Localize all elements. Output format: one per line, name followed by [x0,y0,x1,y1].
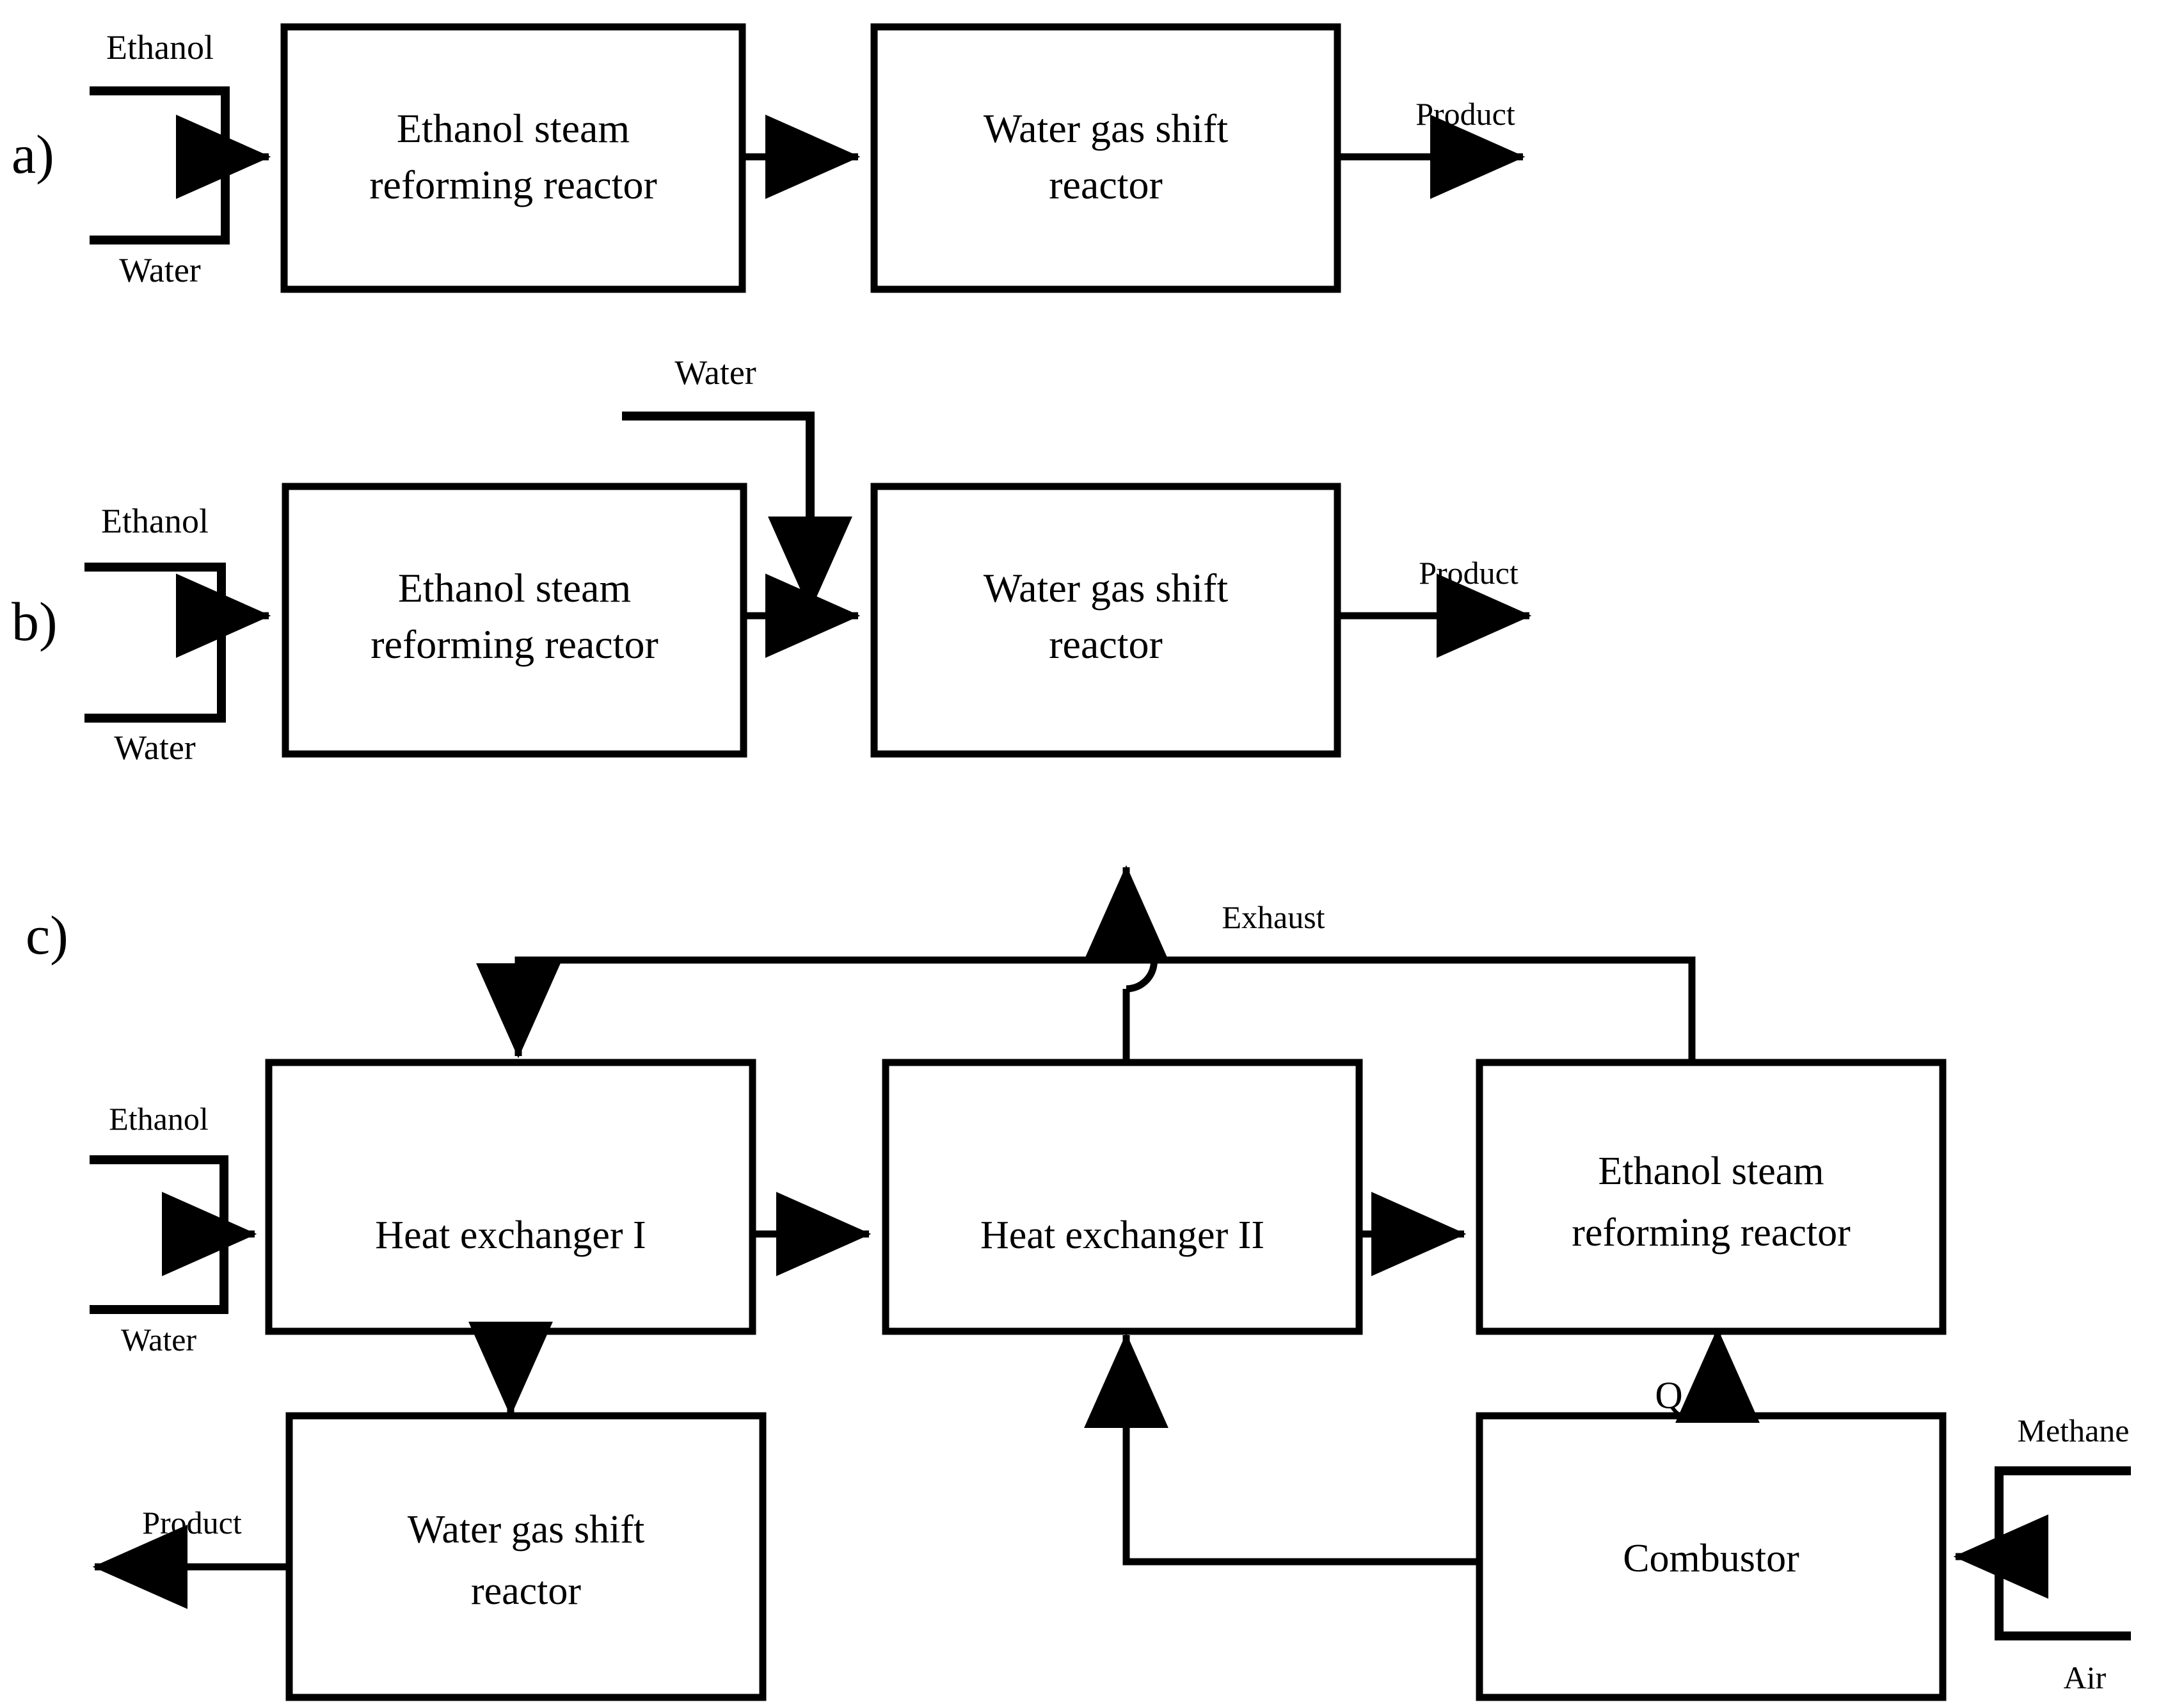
panel-b-product-label: Product [1419,555,1518,591]
panel-c-air-label: Air [2064,1660,2107,1695]
panel-a-label: a) [12,124,54,185]
panel-a-product-label: Product [1415,96,1515,132]
panel-c-feed-bracket [90,1155,228,1314]
panel-c-reformer-label-line1: Ethanol steam [1598,1150,1824,1193]
panel-c: c) Ethanol Water Heat exchanger I Heat e… [26,865,2131,1701]
panel-c-water-gas-shift-reactor [285,1412,767,1701]
panel-c-reformer-label-line2: reforming reactor [1572,1211,1851,1254]
panel-c-heat-duty-label: Q [1655,1374,1682,1416]
panel-c-heat-exchanger-ii [882,1059,1363,1335]
panel-b-feed-bracket [84,563,226,723]
panel-c-methane-air-bracket [1995,1466,2131,1640]
panel-b: b) Ethanol Water Ethanol steam reforming… [12,353,1532,767]
panel-a-feed-bracket [90,86,230,244]
panel-c-heat-exchanger-i [265,1059,756,1335]
panel-c-combustor-to-hx2-line [1122,1389,1479,1566]
panel-a-wgs-label-line1: Water gas shift [984,106,1229,151]
panel-b-reformer-label-line1: Ethanol steam [398,565,631,611]
panel-b-wgs-label-line1: Water gas shift [984,565,1229,611]
panel-a-wgs-label-line2: reactor [1049,162,1163,207]
panel-a-reformer-label-line2: reforming reactor [369,162,657,207]
panel-a-water-gas-shift-reactor [870,23,1341,293]
panel-c-product-label: Product [142,1505,242,1541]
panel-c-label: c) [26,904,68,966]
panel-a-ethanol-label: Ethanol [106,28,214,67]
panel-c-combustor-label: Combustor [1623,1537,1799,1580]
panel-c-ethanol-label: Ethanol [109,1101,209,1137]
panel-b-wgs-label-line2: reactor [1049,621,1163,667]
panel-a-ethanol-steam-reforming-reactor [280,23,746,293]
panel-c-hx1-label: Heat exchanger I [375,1214,646,1257]
panel-c-methane-label: Methane [2018,1413,2130,1448]
panel-b-water-gas-shift-reactor [870,483,1341,758]
panel-a-reformer-label-line1: Ethanol steam [397,106,630,151]
panel-c-combustor [1476,1412,1947,1701]
panel-c-ethanol-steam-reforming-reactor [1476,1059,1947,1335]
panel-c-exhaust-header-line [514,956,1696,1059]
panel-c-wgs-label-line2: reactor [471,1569,581,1613]
panel-c-water-label: Water [121,1322,196,1358]
panel-b-ethanol-steam-reforming-reactor [282,483,747,758]
panel-a-water-label: Water [119,251,201,289]
panel-c-wgs-label-line1: Water gas shift [408,1508,644,1551]
panel-b-reformer-label-line2: reforming reactor [371,621,658,667]
panel-c-hx2-label: Heat exchanger II [980,1214,1264,1257]
panel-b-ethanol-label: Ethanol [101,502,209,540]
panel-c-exhaust-label: Exhaust [1222,899,1325,935]
panel-b-water-injection-label: Water [674,353,756,392]
panel-a: a) Ethanol Water Ethanol steam reforming… [12,23,1526,293]
panel-b-label: b) [12,591,58,652]
panel-b-water-label: Water [114,728,196,767]
